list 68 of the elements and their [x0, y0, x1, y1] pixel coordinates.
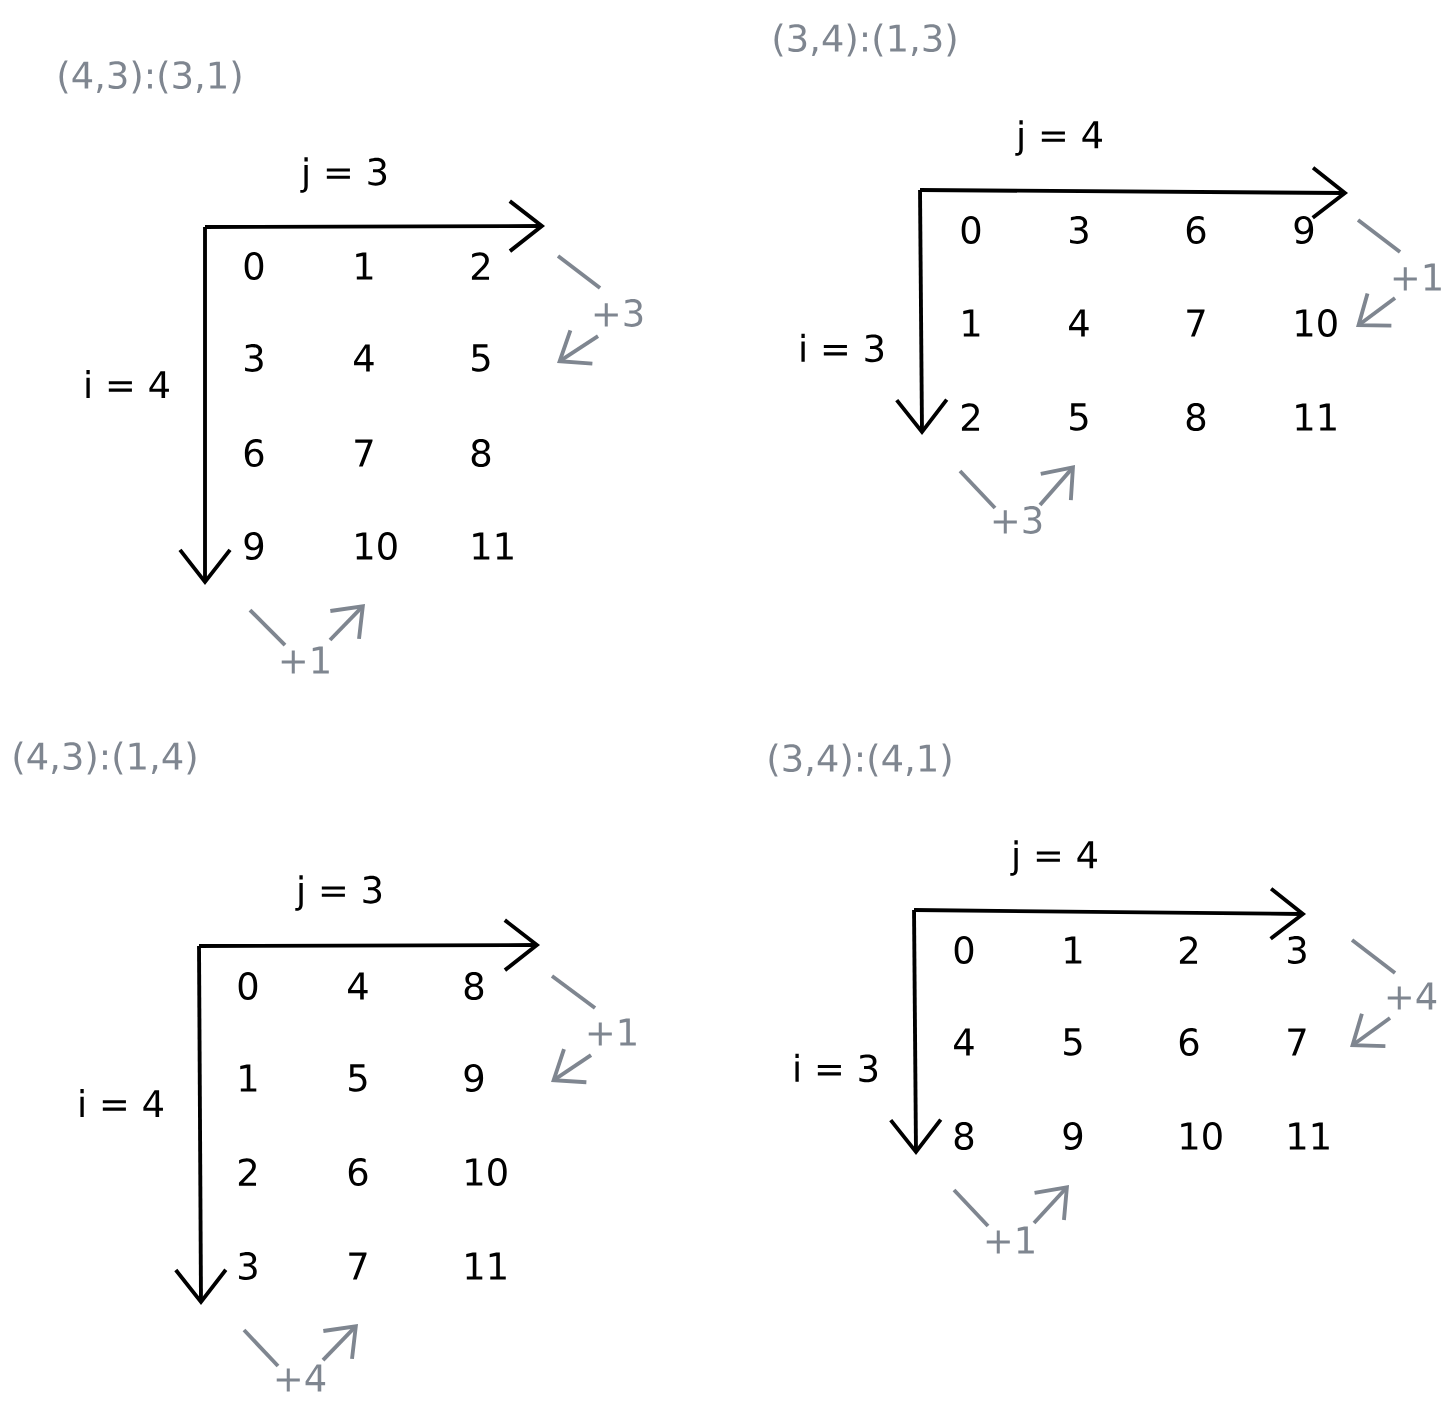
grid-number: 6 [244, 439, 264, 467]
grid-number: 3 [245, 344, 263, 372]
stride-label: +1 [1393, 263, 1441, 291]
grid-number: 9 [1294, 216, 1314, 244]
grid-number: 5 [472, 344, 490, 372]
grid-number: 11 [1289, 1122, 1329, 1150]
grid-number: 2 [1179, 936, 1198, 964]
grid-number: 5 [1070, 403, 1088, 431]
grid-number: 10 [1181, 1122, 1222, 1150]
grid-number: 7 [355, 439, 373, 467]
grid-number: 10 [356, 532, 397, 560]
grid-number: 8 [1186, 403, 1206, 431]
grid-number: 11 [466, 1252, 506, 1280]
panel-title: (4,3):(3,1) [59, 60, 241, 94]
stride-label: +3 [993, 506, 1042, 534]
grid-number: 11 [1296, 403, 1336, 431]
grid-number: 4 [354, 344, 374, 372]
axis-label: j = 4 [1010, 840, 1097, 876]
grid-number: 2 [961, 403, 980, 431]
axis-label: j = 3 [295, 875, 382, 911]
grid-number: 3 [239, 1252, 257, 1280]
grid-number: 5 [1064, 1028, 1082, 1056]
grid-number: 2 [238, 1158, 256, 1186]
grid-number: 1 [356, 252, 373, 280]
grid-number: 8 [471, 439, 491, 467]
axis-label: i = 4 [80, 1089, 163, 1118]
grid-number: 7 [1187, 309, 1205, 337]
grid-number: 6 [1186, 216, 1206, 244]
grid-number: 5 [349, 1064, 367, 1092]
panel-title: (4,3):(1,4) [14, 741, 196, 775]
grid-number: 10 [466, 1158, 507, 1186]
stride-label: +1 [986, 1226, 1034, 1254]
grid-number: 7 [349, 1252, 367, 1280]
axis-label: i = 3 [795, 1053, 878, 1083]
grid-number: 1 [240, 1064, 257, 1092]
grid-number: 6 [1179, 1028, 1199, 1056]
grid-number: 9 [244, 532, 264, 560]
grid-number: 3 [1288, 936, 1306, 964]
grid-number: 11 [473, 532, 513, 560]
stride-label: +3 [594, 299, 643, 327]
grid-number: 8 [464, 972, 484, 1000]
grid-number: 10 [1296, 309, 1337, 337]
grid-number: 8 [954, 1122, 974, 1150]
stride-label: +1 [281, 646, 329, 674]
grid-number: 6 [348, 1158, 368, 1186]
grid-number: 1 [1065, 936, 1082, 964]
axis-label: j = 4 [1015, 120, 1102, 156]
grid-number: 9 [1063, 1122, 1083, 1150]
panel-title: (3,4):(4,1) [769, 743, 951, 777]
grid-number: 4 [1069, 309, 1089, 337]
axis-label: i = 3 [801, 333, 884, 363]
grid-number: 2 [471, 252, 489, 280]
grid-number: 1 [963, 309, 980, 337]
grid-number: 4 [348, 972, 368, 1000]
grid-number: 0 [961, 216, 981, 244]
grid-number: 0 [954, 936, 974, 964]
stride-label: +4 [276, 1364, 326, 1392]
grid-number: 3 [1070, 216, 1088, 244]
axis-label: j = 3 [300, 157, 387, 193]
grid-number: 7 [1288, 1028, 1306, 1056]
grid-number: 0 [244, 252, 264, 280]
axis-label: i = 4 [86, 370, 169, 399]
panel-title: (3,4):(1,3) [774, 23, 956, 57]
stride-label: +4 [1387, 982, 1437, 1010]
grid-number: 0 [238, 972, 258, 1000]
stride-label: +1 [588, 1018, 636, 1046]
grid-number: 4 [954, 1028, 974, 1056]
grid-number: 9 [464, 1064, 484, 1092]
